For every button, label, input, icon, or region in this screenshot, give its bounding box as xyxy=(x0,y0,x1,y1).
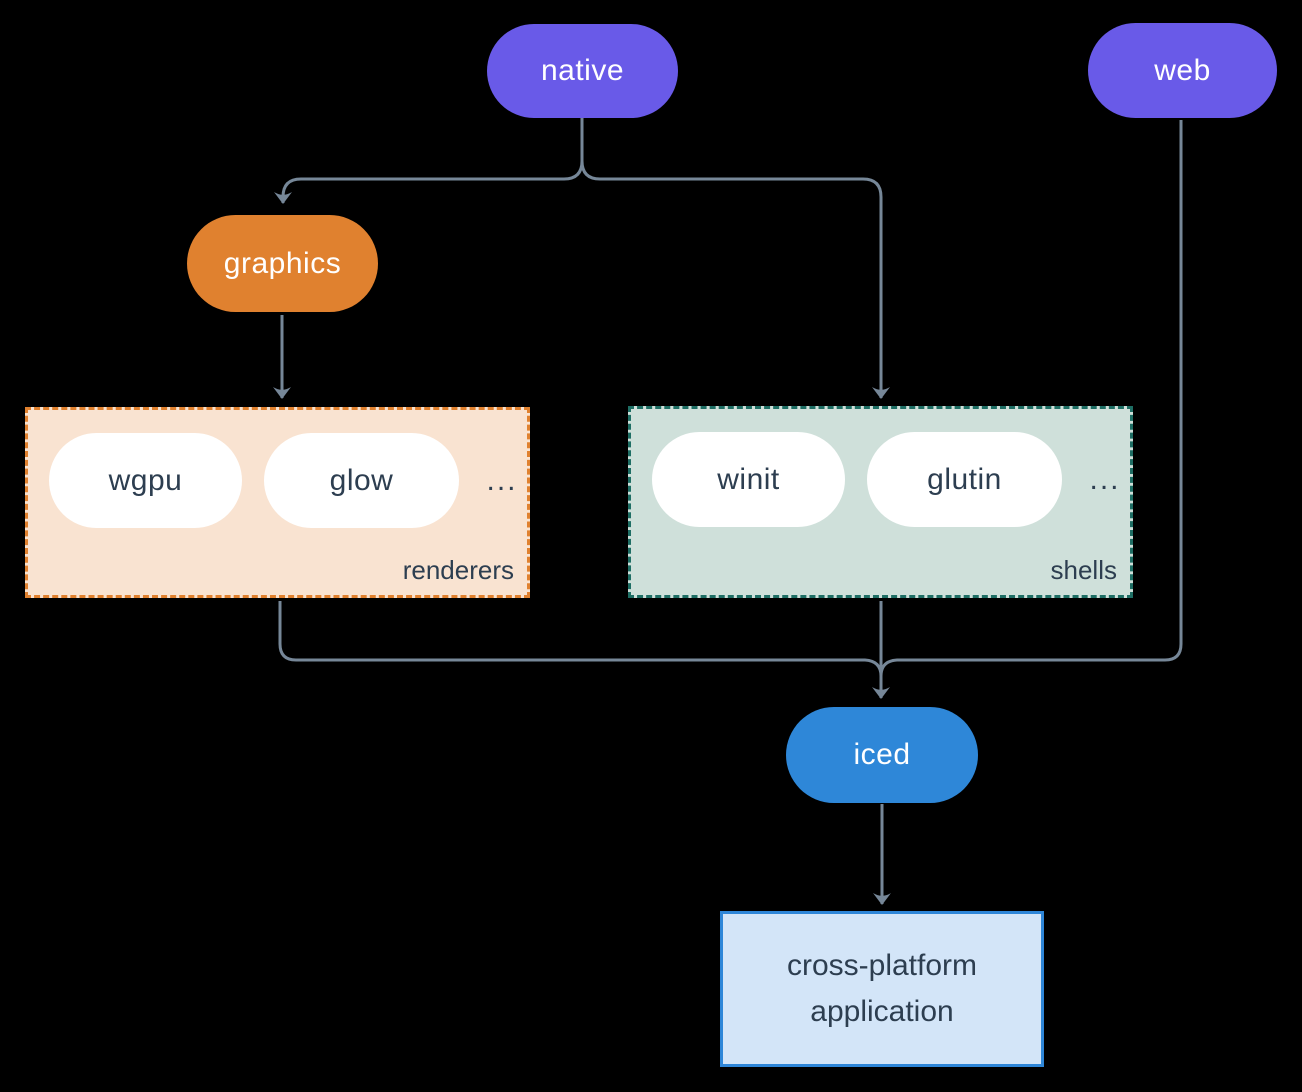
connector-native-to-shells xyxy=(580,160,890,399)
application-label-line2: application xyxy=(810,995,954,1028)
renderers-group: wgpu glow ... renderers xyxy=(25,407,530,598)
web-node: web xyxy=(1088,23,1277,118)
shells-label: shells xyxy=(1050,555,1117,585)
application-label-line1: cross-platform xyxy=(786,949,978,982)
shells-group: winit glutin ... shells xyxy=(628,406,1133,598)
renderers-ellipsis: ... xyxy=(486,463,518,497)
wgpu-chip: wgpu xyxy=(49,433,242,528)
glutin-chip: glutin xyxy=(867,432,1062,527)
connector-web-to-junction xyxy=(879,120,1183,677)
connector-native-to-graphics xyxy=(274,160,584,204)
connector-renderers-to-junction xyxy=(278,601,883,677)
iced-node: iced xyxy=(786,707,978,803)
winit-chip: winit xyxy=(652,432,845,527)
native-node: native xyxy=(487,24,678,118)
glow-chip: glow xyxy=(264,433,459,528)
shells-ellipsis: ... xyxy=(1089,462,1121,496)
graphics-node: graphics xyxy=(187,215,378,312)
application-box: cross-platform application xyxy=(720,911,1044,1067)
renderers-label: renderers xyxy=(402,555,514,585)
